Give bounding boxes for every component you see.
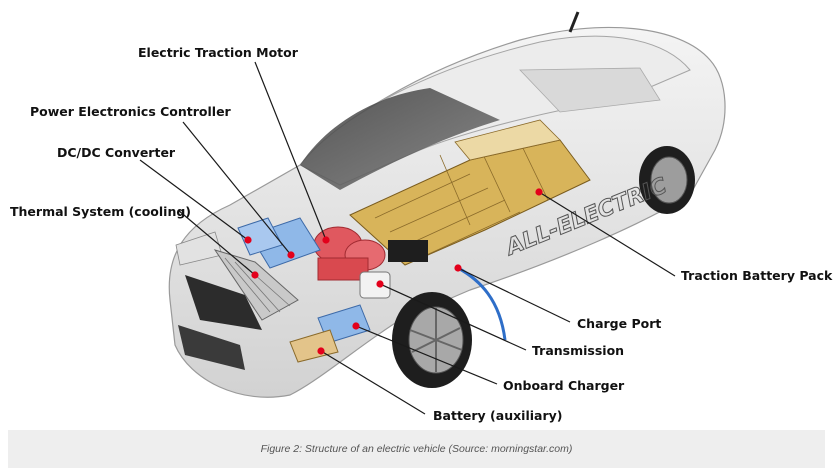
leader-dcdc [139,159,249,241]
figure-caption: Figure 2: Structure of an electric vehic… [260,443,573,455]
car-illustration: ALL-ELECTRIC [168,11,726,398]
dot-controller [287,251,295,259]
leader-transmission [379,283,527,351]
dot-onboard-charger [352,322,360,330]
leader-motor [254,61,327,241]
dot-aux-battery [317,347,325,355]
car-rear-window [519,67,661,113]
dot-charge-port [454,264,462,272]
pointer-dots [244,188,543,355]
leader-onboard-charger [355,325,498,385]
front-lower-grille [178,325,245,370]
label-motor: Electric Traction Motor [138,45,299,60]
caption-bar: Figure 2: Structure of an electric vehic… [8,430,825,468]
label-aux-battery: Battery (auxiliary) [433,408,562,423]
charge-cable [457,266,507,341]
component-labels: Electric Traction Motor Power Electronic… [10,45,833,423]
car-antenna [568,11,580,33]
front-grille [185,275,262,330]
dot-battery-pack [535,188,543,196]
leader-battery-pack [538,191,676,277]
label-controller: Power Electronics Controller [30,104,232,119]
leader-aux-battery [320,350,426,415]
label-dcdc: DC/DC Converter [57,145,176,160]
dot-dcdc [244,236,252,244]
traction-battery-pack-shape [349,119,591,266]
leader-controller [182,121,292,256]
label-thermal: Thermal System (cooling) [10,204,191,219]
label-battery-pack: Traction Battery Pack [681,268,833,283]
dot-transmission [376,280,384,288]
leader-lines [139,61,676,415]
leader-charge-port [457,267,571,323]
dot-thermal [251,271,259,279]
traction-motor-shape [313,226,386,281]
rear-rim [650,156,688,204]
label-transmission: Transmission [532,343,624,358]
power-electronics-shape [237,217,321,269]
leader-thermal [177,209,256,276]
label-onboard-charger: Onboard Charger [503,378,625,393]
front-rim-spokes [409,308,463,372]
dot-motor [322,236,330,244]
thermal-system-shape [213,249,299,321]
transmission-shape [359,271,391,299]
car-windshield [300,88,500,190]
label-charge-port: Charge Port [577,316,661,331]
ev-structure-diagram: ALL-ELECTRIC [10,11,833,423]
